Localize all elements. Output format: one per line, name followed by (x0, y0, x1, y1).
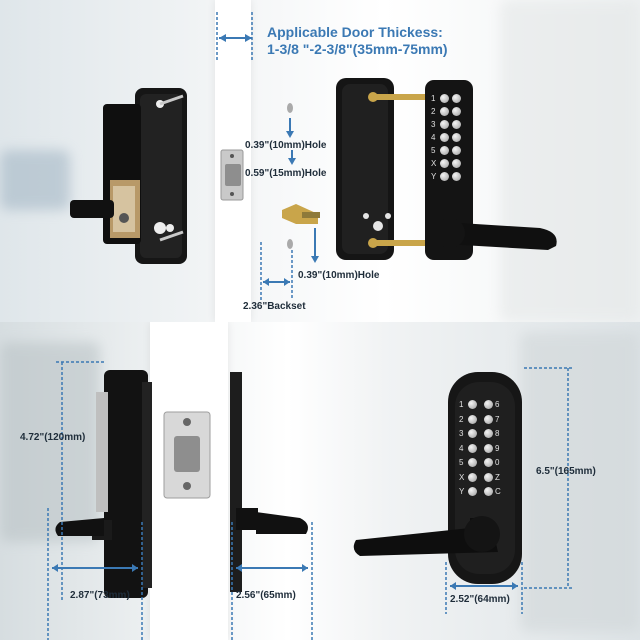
keypad-key-label: 5 (459, 458, 464, 467)
side-profile (230, 372, 242, 592)
keypad-button[interactable] (468, 414, 477, 424)
side-profile (104, 370, 148, 598)
keypad-key-label: 6 (495, 400, 500, 409)
keypad-button[interactable] (468, 472, 477, 482)
latch-bolt (282, 204, 318, 224)
side-handle (55, 518, 104, 536)
side-handle (256, 512, 308, 534)
keypad-key-label: 3 (431, 120, 436, 129)
background-blur (0, 150, 70, 210)
keypad-button[interactable] (484, 429, 493, 438)
hole-mid-label: 0.59"(15mm)Hole (245, 168, 327, 179)
keypad-key-label: 2 (459, 414, 464, 424)
keypad-key-label: Y (431, 172, 437, 181)
brass-rod (370, 94, 428, 100)
keypad-button[interactable] (440, 133, 449, 142)
keypad-button[interactable] (484, 400, 493, 409)
keypad-button[interactable] (440, 120, 449, 129)
keypad-key-label: C (495, 487, 501, 496)
hole-bottom-label: 0.39"(10mm)Hole (298, 270, 380, 281)
keypad-button[interactable] (484, 472, 493, 482)
handle-stub (70, 200, 114, 218)
installation-illustration (70, 12, 557, 300)
keypad-button[interactable] (484, 443, 493, 453)
height-right-label: 6.5"(165mm) (536, 466, 596, 477)
keypad-key-label: 9 (495, 443, 500, 453)
keypad-button[interactable] (440, 146, 449, 155)
keypad-key-label: 5 (431, 146, 436, 155)
background-blur (500, 0, 640, 322)
keypad-button[interactable] (452, 94, 461, 103)
keypad-button[interactable] (440, 159, 449, 168)
depth-right-label: 2.56"(65mm) (236, 590, 296, 601)
keypad-button[interactable] (484, 487, 493, 496)
keypad-button[interactable] (452, 107, 461, 116)
keypad-button[interactable] (484, 414, 493, 424)
keypad-key-label: 0 (495, 458, 500, 467)
keypad-button[interactable] (440, 107, 449, 116)
keypad-key-label: 7 (495, 414, 500, 424)
keypad-button[interactable] (468, 458, 477, 467)
keypad-key-label: 1 (431, 94, 436, 103)
hole-top-label: 0.39"(10mm)Hole (245, 140, 327, 151)
keypad-key-label: X (431, 159, 437, 168)
keypad-button[interactable] (452, 159, 461, 168)
keypad-button[interactable] (468, 429, 477, 438)
hole-marker (287, 103, 293, 113)
background-blur (0, 342, 100, 542)
keypad-edge (96, 392, 108, 512)
thickness-title: Applicable Door Thickess: (267, 24, 443, 40)
front-lever (353, 518, 498, 556)
keypad-button[interactable] (484, 458, 493, 467)
keypad-button[interactable] (452, 172, 461, 181)
keypad-button[interactable] (468, 487, 477, 496)
keypad-key-label: 4 (431, 133, 436, 142)
keypad-button[interactable] (440, 172, 449, 181)
height-left-label: 4.72"(120mm) (20, 432, 86, 443)
keypad-button[interactable] (440, 94, 449, 103)
keypad-key-label: 1 (459, 400, 464, 409)
keypad-button[interactable] (468, 443, 477, 453)
keypad-button[interactable] (468, 400, 477, 409)
keypad-body (425, 80, 473, 260)
keypad-key-label: X (459, 472, 465, 482)
keypad-button[interactable] (452, 146, 461, 155)
lever-handle (444, 222, 557, 250)
width-right-label: 2.52"(64mm) (450, 594, 510, 605)
background-blur (520, 332, 640, 632)
keypad-key-label: 2 (431, 107, 436, 116)
keypad-key-label: Z (495, 472, 500, 482)
keypad-button[interactable] (452, 133, 461, 142)
thickness-range: 1-3/8 "-2-3/8"(35mm-75mm) (267, 41, 448, 57)
keypad-key-label: 3 (459, 429, 464, 438)
depth-left-label: 2.87"(73mm) (70, 590, 130, 601)
keypad-button[interactable] (452, 120, 461, 129)
keypad-key-label: 8 (495, 429, 500, 438)
backset-label: 2.36"Backset (243, 301, 306, 312)
brass-rod (370, 240, 428, 246)
keypad-key-label: 4 (459, 443, 464, 453)
keypad-key-label: Y (459, 487, 465, 496)
